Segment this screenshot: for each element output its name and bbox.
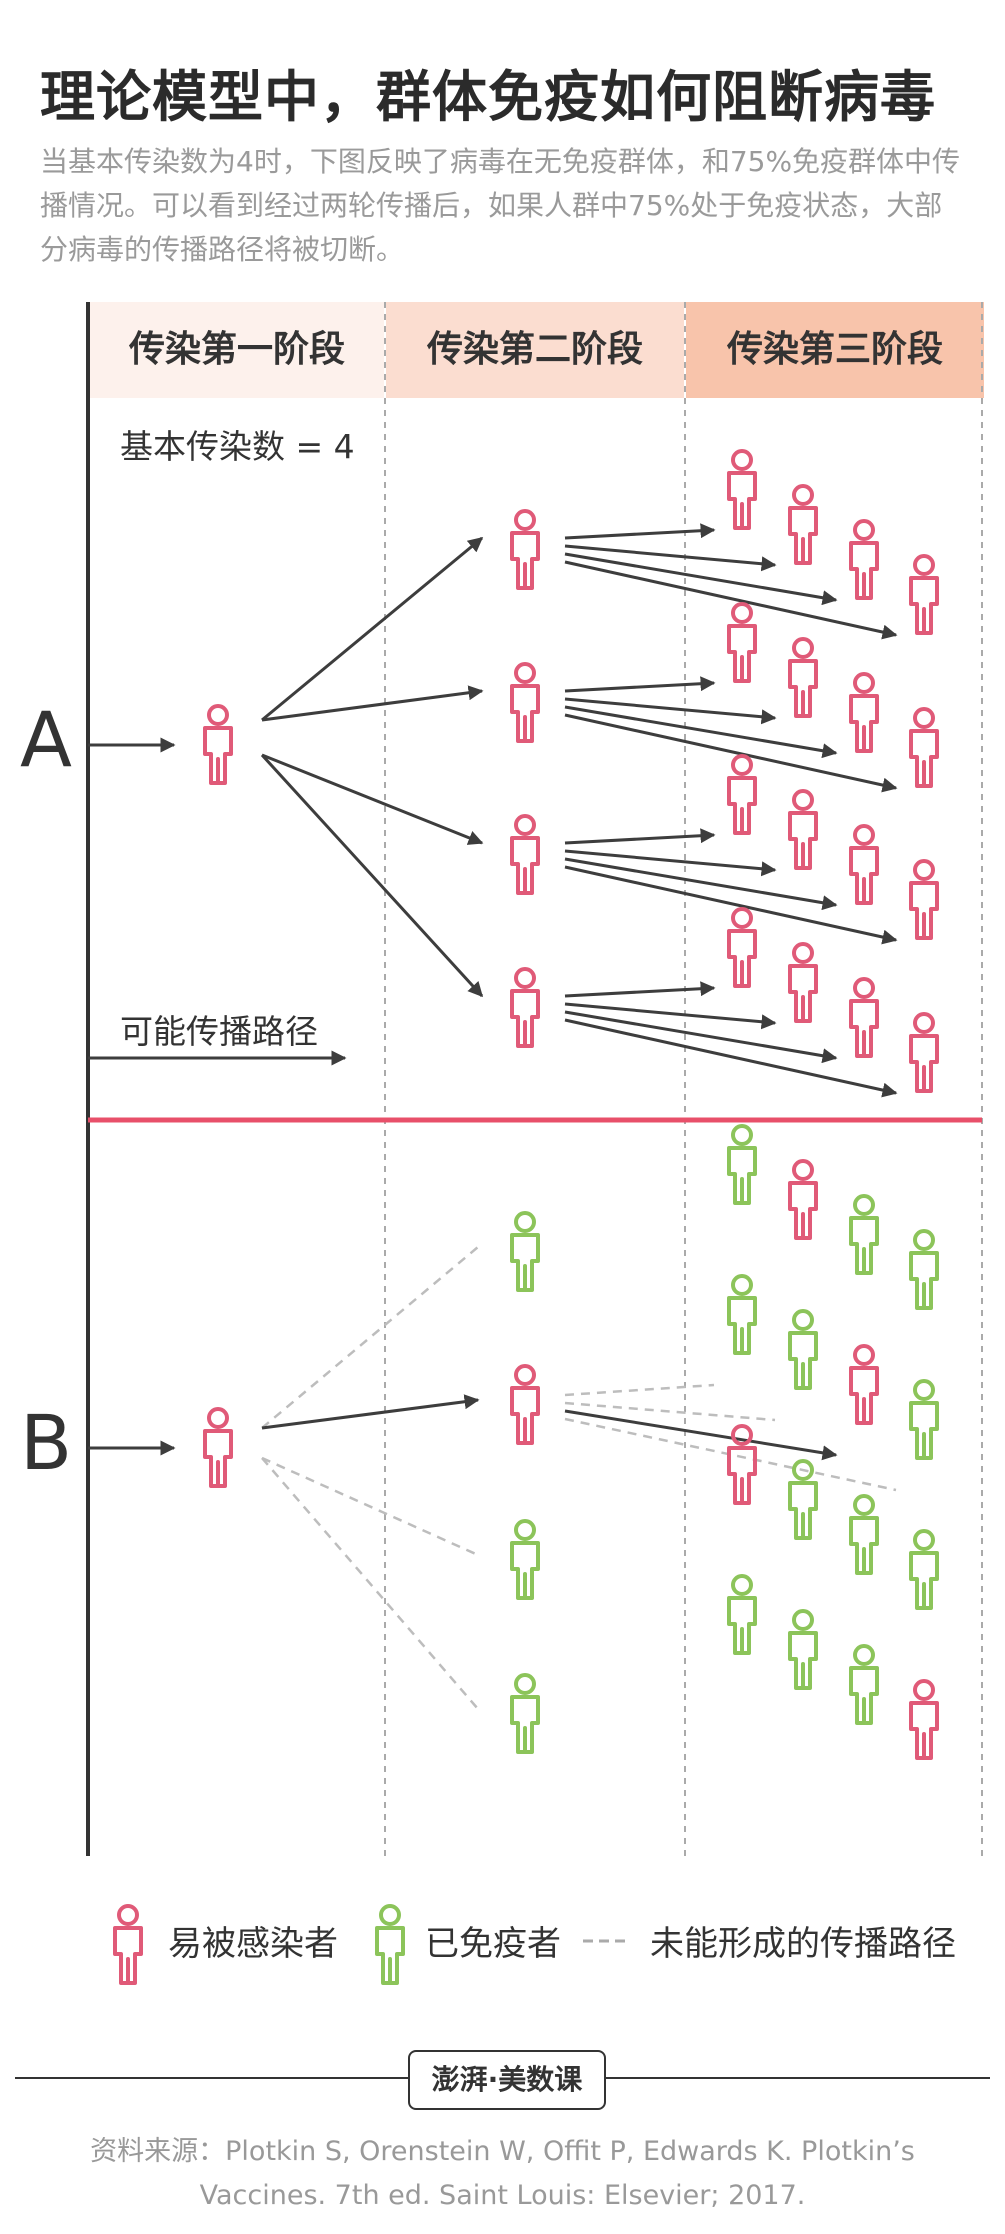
transmission-arrow [261,1394,480,1430]
stage3-person-b-icon [788,1459,818,1540]
stage3-person-b-icon [849,1344,879,1425]
r0-label: 基本传染数 = 4 [120,427,355,466]
transmission-arrow [564,857,838,911]
stage2-person-b-icon [510,1364,540,1445]
stage3-person-a-icon [788,789,818,870]
transmission-arrow [564,705,838,759]
transmission-arrow [564,544,777,572]
brand-logo: 澎湃·美数课 [408,2050,606,2110]
stage2-person-b-icon [510,1673,540,1754]
stage2-person-a-icon [510,509,540,590]
patient-zero-b-icon [203,1407,233,1488]
stage-1-label: 传染第一阶段 [128,329,345,370]
transmission-graph [203,449,939,1760]
transmission-arrow [564,523,716,540]
failed-path-line [564,1383,715,1397]
stage3-person-b-icon [909,1529,939,1610]
stage3-person-a-icon [849,977,879,1058]
legend-susceptible-icon [113,1904,143,1985]
stage2-person-a-icon [510,814,540,895]
failed-path-line [564,1417,897,1492]
legend-immune-icon [375,1904,405,1985]
transmission-arrow [564,697,777,725]
stage3-person-a-icon [727,754,757,835]
stage2-person-a-icon [510,967,540,1048]
transmission-arrow [564,713,898,793]
stage3-person-a-icon [849,672,879,753]
stage-header-1: 传染第一阶段 [90,302,384,398]
stage3-person-a-icon [909,707,939,788]
legend-failed-path-label: 未能形成的传播路径 [650,1924,956,1964]
stage3-person-b-icon [909,1679,939,1760]
transmission-arrow [564,560,898,640]
path-label: 可能传播路径 [120,1012,318,1051]
transmission-arrow [564,1409,838,1461]
stage-header-2: 传染第二阶段 [386,302,684,398]
stage3-person-a-icon [788,484,818,565]
stage3-person-b-icon [727,1574,757,1655]
stage3-person-b-icon [909,1379,939,1460]
stage3-person-a-icon [909,554,939,635]
stage3-person-b-icon [788,1159,818,1240]
stage3-person-a-icon [849,519,879,600]
section-a-label: A [20,695,72,784]
stage3-person-b-icon [849,1644,879,1725]
failed-path-line [564,1401,776,1422]
stage-2-label: 传染第二阶段 [426,329,643,370]
stage3-person-a-icon [909,1012,939,1093]
transmission-arrow [261,753,484,845]
stage3-person-b-icon [727,1124,757,1205]
legend-immune-label: 已免疫者 [425,1924,561,1964]
transmission-arrow [564,676,716,693]
layout-lines [15,302,990,2079]
stage3-person-b-icon [788,1609,818,1690]
transmission-arrow [564,828,716,845]
stage-header-3: 传染第三阶段 [686,302,984,398]
stage3-person-b-icon [727,1274,757,1355]
source-citation: 资料来源：Plotkin S, Orenstein W, Offit P, Ed… [90,2136,915,2211]
legend-susceptible-label: 易被感染者 [168,1924,338,1964]
stage3-person-a-icon [788,942,818,1023]
stage2-person-a-icon [510,662,540,743]
failed-path-line [261,1456,479,1557]
stage-3-label: 传染第三阶段 [726,329,943,370]
stage2-person-b-icon [510,1519,540,1600]
stage3-person-b-icon [788,1309,818,1390]
page-title: 理论模型中，群体免疫如何阻断病毒 [40,65,937,129]
failed-path-line [261,1246,479,1429]
stage3-person-b-icon [849,1494,879,1575]
transmission-arrow [564,1018,898,1098]
transmission-arrow [564,849,777,877]
transmission-arrow [564,1002,777,1030]
stage3-person-b-icon [727,1424,757,1505]
stage3-person-a-icon [727,907,757,988]
stage3-person-b-icon [849,1194,879,1275]
transmission-arrow [261,536,484,722]
stage3-person-a-icon [727,449,757,530]
stage3-person-a-icon [727,602,757,683]
stage3-person-a-icon [849,824,879,905]
transmission-arrow [260,753,484,998]
stage3-person-a-icon [909,859,939,940]
transmission-arrow [564,552,838,606]
transmission-arrow [261,685,484,722]
failed-path-line [261,1457,479,1710]
patient-zero-a-icon [203,704,233,785]
transmission-arrow [564,865,898,945]
stage2-person-b-icon [510,1211,540,1292]
transmission-arrow [564,1010,838,1064]
stage3-person-a-icon [788,637,818,718]
section-b-label: B [20,1398,73,1487]
stage3-person-b-icon [909,1229,939,1310]
page-subtitle: 当基本传染数为4时，下图反映了病毒在无免疫群体，和75%免疫群体中传播情况。可以… [40,145,961,266]
transmission-arrow [564,981,716,998]
